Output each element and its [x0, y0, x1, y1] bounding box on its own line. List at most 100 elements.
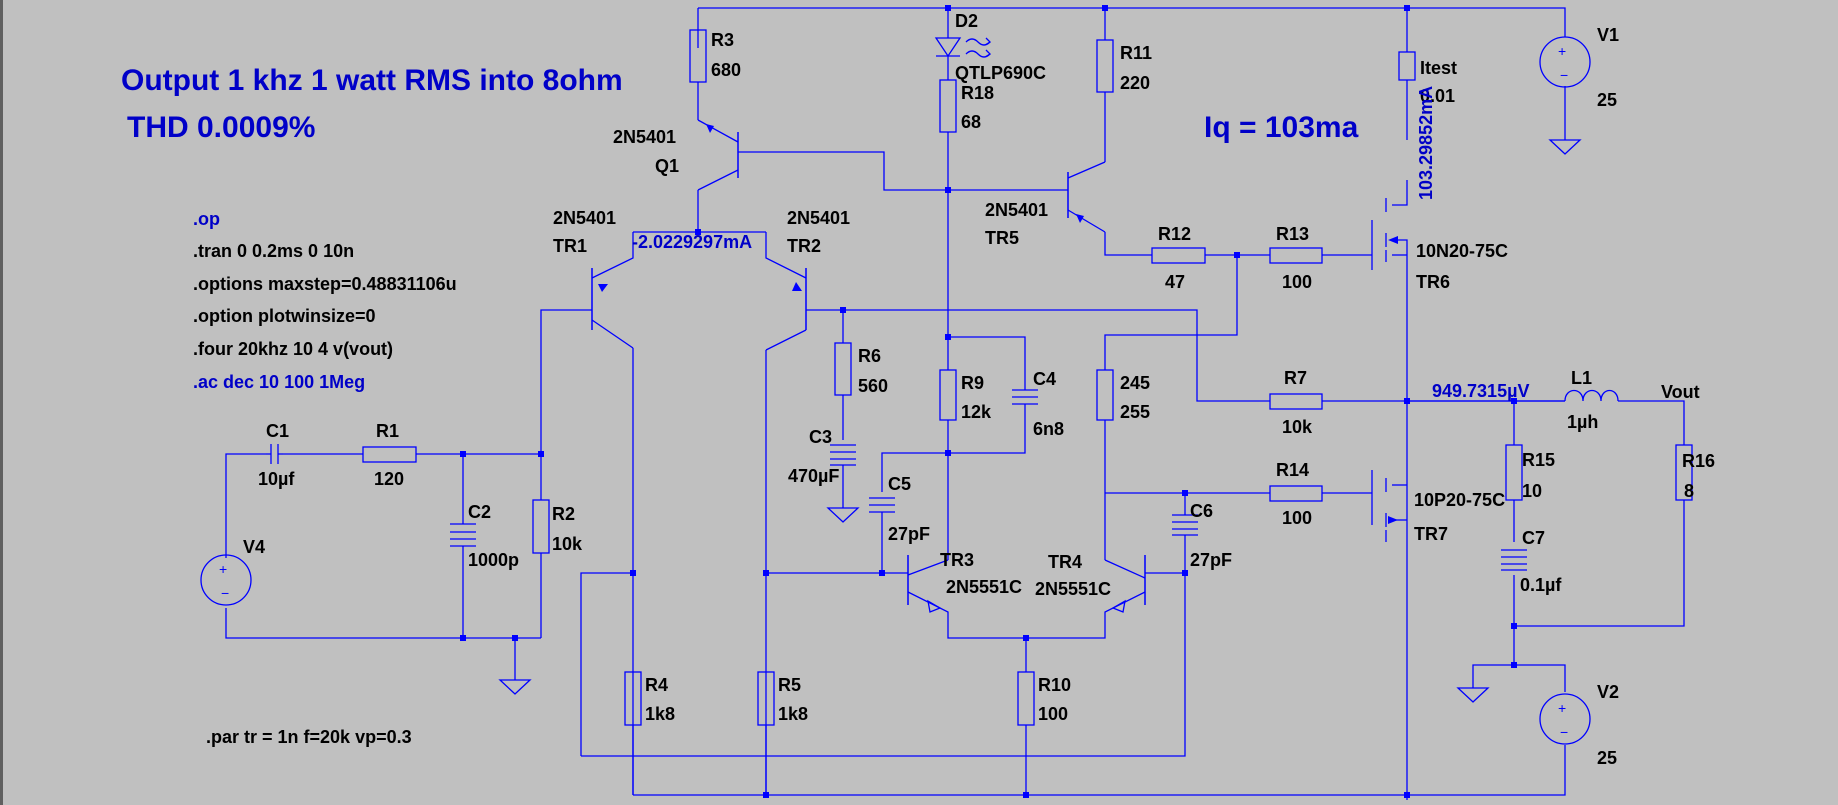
tr2-model: 2N5401: [787, 208, 850, 228]
v1-symbol: +−: [1539, 36, 1591, 88]
r11-symbol: [1096, 39, 1114, 93]
r7-symbol: [1269, 393, 1323, 410]
r14-symbol: [1269, 485, 1323, 502]
r16-value: 8: [1684, 481, 1694, 501]
c4-symbol: [1012, 389, 1038, 405]
directive-ac[interactable]: .ac dec 10 100 1Meg: [193, 372, 365, 392]
r16-symbol: [1675, 444, 1693, 501]
c4-value: 6n8: [1033, 419, 1064, 439]
r3-value: 680: [711, 60, 741, 80]
r15-symbol: [1505, 444, 1523, 501]
c2-symbol: [450, 523, 476, 547]
r4-value: 1k8: [645, 704, 675, 724]
r11-name: R11: [1120, 43, 1152, 63]
resistors: [362, 29, 1693, 726]
junctions: [460, 5, 1517, 798]
ground-icon: [498, 679, 532, 695]
component-labels: R3 680 D2 QTLP690C R18 68 R11 220 Itest …: [243, 11, 1715, 768]
c4-name: C4: [1033, 369, 1056, 389]
vout-label: Vout: [1661, 382, 1700, 402]
tr4-name: TR4: [1048, 552, 1082, 572]
c3-value: 470µF: [788, 466, 839, 486]
c5-symbol: [869, 497, 895, 513]
directive-op[interactable]: .op: [193, 209, 220, 229]
r18-name: R18: [961, 83, 994, 103]
svg-text:+: +: [1558, 43, 1566, 59]
c3-name: C3: [809, 427, 832, 447]
tr1-name: TR1: [553, 236, 587, 256]
ground-icon: [826, 507, 860, 523]
q1-model: 2N5401: [613, 127, 676, 147]
c1-symbol: [266, 444, 283, 464]
d2-name: D2: [955, 11, 978, 31]
r12-symbol: [1151, 247, 1206, 264]
r13-symbol: [1269, 247, 1323, 264]
ground-icon: [1456, 687, 1490, 703]
tr6-model: 10N20-75C: [1416, 241, 1508, 261]
c6-name: C6: [1190, 501, 1213, 521]
tr4-model: 2N5551C: [1035, 579, 1111, 599]
r9-value: 12k: [961, 402, 992, 422]
r9-name: R9: [961, 373, 984, 393]
r13-name: R13: [1276, 224, 1309, 244]
r18-value: 68: [961, 112, 981, 132]
title-annotations: Output 1 khz 1 watt RMS into 8ohm THD 0.…: [121, 64, 1359, 144]
ground-icon: [1548, 139, 1582, 155]
output-voltage-readout: 949.7315µV: [1432, 381, 1529, 401]
inductor-l1-symbol: [1564, 389, 1619, 402]
r3-name: R3: [711, 30, 734, 50]
r2-value: 10k: [552, 534, 583, 554]
r11-value: 220: [1120, 73, 1150, 93]
measurement-labels: -2.0229297mA 103.29852mA 949.7315µV: [632, 86, 1529, 401]
directive-options[interactable]: .options maxstep=0.48831106u: [193, 274, 457, 294]
v1-name: V1: [1597, 25, 1619, 45]
tr5-model: 2N5401: [985, 200, 1048, 220]
v1-value: 25: [1597, 90, 1617, 110]
iq-annotation: Iq = 103ma: [1204, 111, 1359, 144]
r12-value: 47: [1165, 272, 1185, 292]
v2-name: V2: [1597, 682, 1619, 702]
c1-value: 10µf: [258, 469, 295, 489]
r4-symbol: [624, 671, 642, 726]
c7-symbol: [1501, 549, 1527, 571]
c7-value: 0.1µf: [1520, 575, 1562, 595]
l1-value: 1µh: [1567, 412, 1598, 432]
itest-name: Itest: [1420, 58, 1457, 78]
r2-name: R2: [552, 504, 575, 524]
itest-symbol: [1398, 51, 1416, 81]
c6-symbol: [1172, 514, 1198, 536]
c5-name: C5: [888, 474, 911, 494]
thd-annotation: THD 0.0009%: [127, 111, 315, 144]
r18-symbol: [939, 79, 957, 133]
output-annotation: Output 1 khz 1 watt RMS into 8ohm: [121, 64, 623, 97]
r6-value: 560: [858, 376, 888, 396]
r13-value: 100: [1282, 272, 1312, 292]
directive-par[interactable]: .par tr = 1n f=20k vp=0.3: [206, 727, 412, 747]
r9-symbol: [939, 369, 957, 421]
directive-plotwinsize[interactable]: .option plotwinsize=0: [193, 306, 376, 326]
r7-value: 10k: [1282, 417, 1313, 437]
r15-name: R15: [1522, 450, 1555, 470]
r10-name: R10: [1038, 675, 1071, 695]
transistor-symbols: [591, 124, 1398, 613]
tr6-name: TR6: [1416, 272, 1450, 292]
r10-symbol: [1017, 671, 1035, 726]
tr3-name: TR3: [940, 550, 974, 570]
wires: [225, 7, 1685, 800]
spice-directives[interactable]: .op .tran 0 0.2ms 0 10n .options maxstep…: [193, 209, 457, 747]
r16-name: R16: [1682, 451, 1715, 471]
tr4-arrow: [1111, 599, 1126, 613]
r15-value: 10: [1522, 481, 1542, 501]
q1-name: Q1: [655, 156, 679, 176]
directive-four[interactable]: .four 20khz 10 4 v(vout): [193, 339, 393, 359]
c2-name: C2: [468, 502, 491, 522]
c5-value: 27pF: [888, 524, 930, 544]
directive-tran[interactable]: .tran 0 0.2ms 0 10n: [193, 241, 354, 261]
d2-model: QTLP690C: [955, 63, 1046, 83]
c2-value: 1000p: [468, 550, 519, 570]
itest-current-readout: 103.29852mA: [1416, 86, 1436, 200]
r6-name: R6: [858, 346, 881, 366]
svg-text:−: −: [1560, 724, 1568, 740]
tr1-model: 2N5401: [553, 208, 616, 228]
